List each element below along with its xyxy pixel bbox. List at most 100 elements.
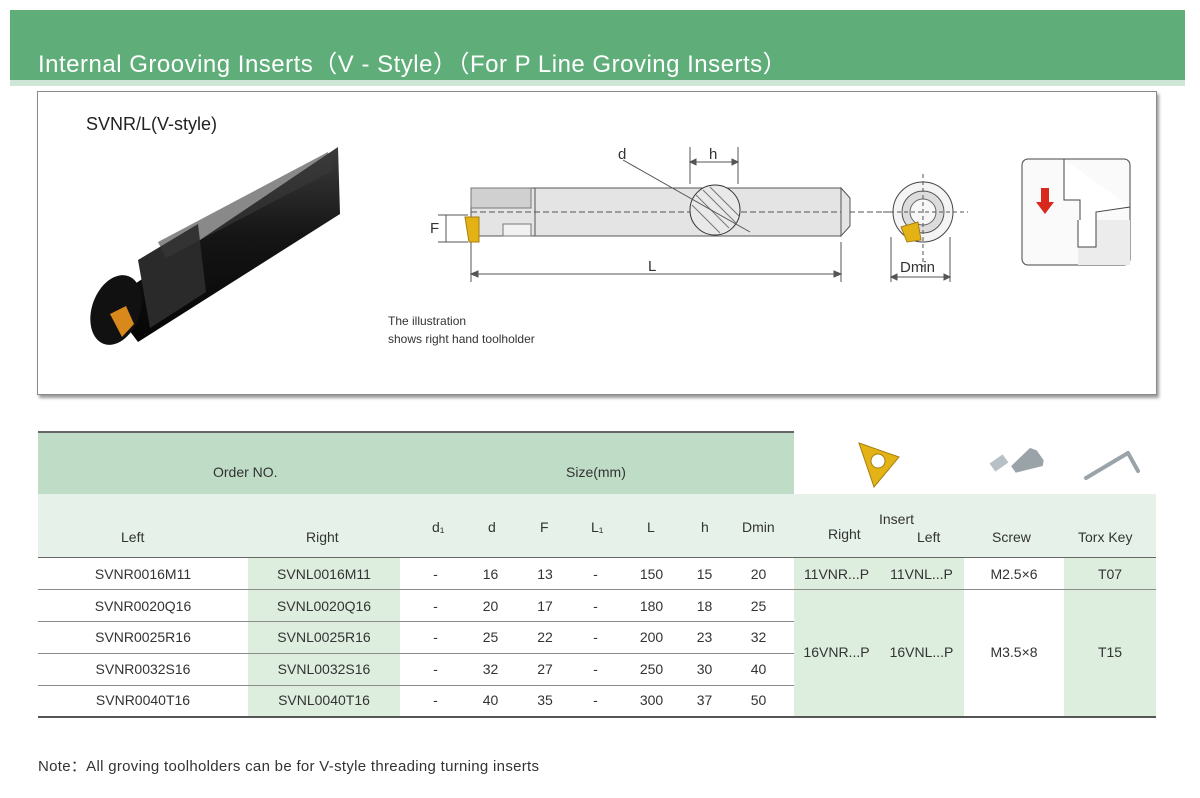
cell-d: 20 <box>482 597 499 614</box>
tool-illustrations: d h F L Dmin <box>90 146 1131 345</box>
insert-column-highlight <box>794 558 964 717</box>
col-insert-right: Right <box>828 526 861 542</box>
right-column-highlight <box>248 558 400 717</box>
row-divider <box>38 685 794 686</box>
col-d1: d₁ <box>432 519 445 535</box>
torx-column-highlight <box>1064 558 1156 717</box>
cell-L: 150 <box>639 566 664 582</box>
direction-arrow-icon <box>1036 188 1054 214</box>
torx-key-icon <box>1084 451 1140 480</box>
cell-left: SVNR0032S16 <box>95 660 191 677</box>
page-title: Internal Grooving Inserts（V - Style）（For… <box>38 51 788 78</box>
col-right: Right <box>306 529 339 545</box>
cell-d: 16 <box>482 566 499 582</box>
col-h: h <box>701 519 709 535</box>
cell-left: SVNR0025R16 <box>95 629 191 646</box>
label-d: d <box>618 146 626 163</box>
cell-Dmin: 32 <box>750 629 767 646</box>
col-Dmin: Dmin <box>742 519 775 535</box>
col-F: F <box>540 519 549 535</box>
cell-Dmin: 25 <box>750 597 767 614</box>
cell-d1: - <box>433 597 438 614</box>
illustration-panel: SVNR/L(V-style) <box>37 91 1157 395</box>
cell-h: 23 <box>696 629 713 646</box>
footnote: Note：All groving toolholders can be for … <box>38 758 540 775</box>
cell-h: 37 <box>696 692 713 709</box>
cell-right: SVNL0025R16 <box>277 629 371 646</box>
col-insert-left: Left <box>917 529 941 545</box>
cell-right: SVNL0020Q16 <box>276 597 372 614</box>
cell-L: 200 <box>639 629 664 646</box>
cell-left: SVNR0040T16 <box>95 692 191 709</box>
title-underline <box>10 80 1185 86</box>
label-h: h <box>709 146 717 163</box>
insert-left-value: 11VNL...P <box>890 566 953 582</box>
cell-right: SVNL0040T16 <box>278 692 370 709</box>
cell-F: 22 <box>537 629 553 646</box>
col-d: d <box>488 519 496 535</box>
cell-right: SVNL0032S16 <box>277 660 371 677</box>
cell-h: 30 <box>696 660 713 677</box>
cell-left: SVNR0020Q16 <box>94 597 192 614</box>
cell-d: 25 <box>482 629 499 646</box>
cell-d1: - <box>433 566 438 582</box>
col-screw: Screw <box>992 529 1031 545</box>
insert-right-value: 16VNR...P <box>803 644 870 660</box>
cell-Dmin: 20 <box>750 566 767 582</box>
col-L: L <box>647 519 655 535</box>
cell-L: 250 <box>639 660 664 677</box>
torx-value: T15 <box>1097 644 1123 660</box>
screw-icon <box>989 447 1044 473</box>
row-divider <box>38 621 794 622</box>
col-torx-key: Torx Key <box>1078 529 1133 545</box>
title-bar: Internal Grooving Inserts（V - Style）（For… <box>10 10 1185 80</box>
spec-table: Order NO. Size(mm) Left Right d₁ d F L₁ … <box>38 431 1156 718</box>
cell-Dmin: 50 <box>750 692 767 709</box>
label-F: F <box>430 220 439 237</box>
row-divider <box>38 653 794 654</box>
cell-F: 27 <box>537 660 553 677</box>
illustration-note-line-1: The illustration <box>388 314 467 328</box>
cell-L1: - <box>593 660 598 677</box>
cell-d1: - <box>433 692 438 709</box>
insert-right-value: 11VNR...P <box>803 566 870 582</box>
cell-F: 17 <box>537 597 553 614</box>
cell-d: 32 <box>482 660 499 677</box>
screw-value: M2.5×6 <box>990 566 1038 582</box>
cell-L1: - <box>593 692 598 709</box>
toolholder-photo <box>90 147 340 345</box>
cell-left: SVNR0016M11 <box>94 566 192 582</box>
size-header: Size(mm) <box>566 464 626 480</box>
order-no-header: Order NO. <box>213 464 278 480</box>
row-divider <box>38 589 1156 590</box>
cell-d: 40 <box>482 692 499 709</box>
accessory-icons-header <box>794 433 1156 494</box>
table-header-row <box>38 431 794 496</box>
cell-h: 18 <box>696 597 713 614</box>
cell-d1: - <box>433 660 438 677</box>
cell-F: 35 <box>537 692 553 709</box>
cell-F: 13 <box>537 566 553 582</box>
col-insert: Insert <box>879 511 915 527</box>
cell-L: 180 <box>639 597 664 614</box>
cell-right: SVNL0016M11 <box>277 566 371 582</box>
table-bottom-border <box>38 716 1156 718</box>
cell-L: 300 <box>639 692 664 709</box>
insert-tip-icon <box>110 306 134 337</box>
label-L: L <box>648 258 656 275</box>
col-L1: L₁ <box>591 519 604 535</box>
cell-L1: - <box>593 597 598 614</box>
insert-icon <box>858 442 900 489</box>
cell-Dmin: 40 <box>750 660 767 677</box>
illustration-note: The illustration shows right hand toolho… <box>388 312 535 348</box>
col-left: Left <box>121 529 145 545</box>
cell-L1: - <box>593 566 598 582</box>
cell-d1: - <box>433 629 438 646</box>
table-subheader-row <box>38 494 1156 558</box>
label-Dmin: Dmin <box>900 259 935 276</box>
screw-value: M3.5×8 <box>990 644 1038 660</box>
cell-L1: - <box>593 629 598 646</box>
torx-value: T07 <box>1097 566 1123 582</box>
insert-left-value: 16VNL...P <box>889 644 954 660</box>
illustration-note-line-2: shows right hand toolholder <box>388 332 535 346</box>
